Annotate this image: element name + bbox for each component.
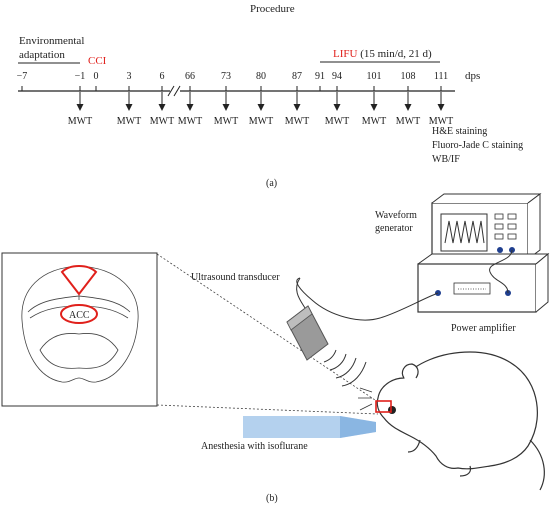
mwt-label: MWT (150, 116, 174, 127)
generator-buttons (494, 213, 517, 240)
env-adaptation-label-1: Environmental (19, 35, 84, 47)
timeline-tick-label: 0 (94, 71, 99, 82)
zoom-line-bottom (156, 404, 379, 415)
rat-illustration (358, 351, 545, 491)
rat-tail (529, 439, 545, 491)
timeline-tick-label: 87 (292, 71, 302, 82)
rat-ear (401, 363, 419, 379)
amplifier-top (417, 253, 550, 265)
timeline-tick-label: 111 (434, 71, 448, 82)
amplifier-side (535, 252, 549, 313)
mwt-label: MWT (214, 116, 238, 127)
env-adaptation-label-2: adaptation (19, 49, 65, 61)
mwt-label: MWT (429, 116, 453, 127)
waveform-screen (440, 213, 488, 252)
mwt-arrow-head (257, 104, 265, 111)
generator-port-1 (497, 247, 503, 253)
mwt-label: MWT (249, 116, 273, 127)
generator-side (527, 193, 541, 260)
anesthesia-cone-tip (340, 416, 376, 438)
timeline-tick-label: 66 (185, 71, 195, 82)
anesthesia-label: Anesthesia with isoflurane (201, 441, 308, 452)
mwt-arrow-head (76, 104, 84, 111)
mwt-label: MWT (178, 116, 202, 127)
mwt-arrow-head (186, 104, 194, 111)
timeline-tick-label: 94 (332, 71, 342, 82)
procedure-title: Procedure (250, 3, 295, 15)
power-amplifier-label: Power amplifier (451, 323, 516, 334)
amplifier-transducer-cable (296, 277, 439, 321)
assay-wb-if: WB/IF (432, 154, 460, 165)
axis-break-mark-1 (167, 85, 175, 97)
axis-unit: dps (465, 70, 480, 82)
mwt-label: MWT (362, 116, 386, 127)
timeline-tick-label: 6 (160, 71, 165, 82)
rat-hind-leg (459, 465, 472, 477)
ventral-structure (39, 333, 119, 369)
mwt-arrow-head (222, 104, 230, 111)
transducer-label: Ultrasound transducer (191, 272, 280, 283)
timeline-tick-label: 80 (256, 71, 266, 82)
panel-b-caption: (b) (266, 493, 278, 504)
mwt-arrow-head (158, 104, 166, 111)
mwt-arrow-head (404, 104, 412, 111)
acc-region-outline (60, 265, 98, 296)
mwt-label: MWT (325, 116, 349, 127)
timeline-tick-label: 3 (127, 71, 132, 82)
generator-amplifier-cable (489, 249, 513, 294)
mwt-label: MWT (396, 116, 420, 127)
mwt-arrow-head (125, 104, 133, 111)
assay-fluoro-jade: Fluoro-Jade C staining (432, 140, 523, 151)
cci-label: CCI (88, 55, 107, 67)
zoom-line-top (156, 253, 379, 403)
rat-front-leg (407, 439, 421, 453)
mwt-label: MWT (285, 116, 309, 127)
axis-break-mark-2 (173, 85, 181, 97)
transducer-cable-end (296, 277, 306, 309)
timeline-tick-label: 101 (367, 71, 382, 82)
mwt-label: MWT (117, 116, 141, 127)
panel-a-caption: (a) (266, 178, 277, 189)
transducer-cap (286, 305, 313, 331)
rat-whiskers (358, 387, 373, 411)
timeline-tick-label: 73 (221, 71, 231, 82)
timeline-tick-label: 108 (401, 71, 416, 82)
mwt-markers: MWT MWT MWT MWT MWT MWT MWT MWT MWT MWT MWT (68, 92, 453, 127)
timeline-tick-label: −1 (75, 71, 86, 82)
target-region-box (375, 400, 392, 413)
amplifier-display (453, 282, 491, 295)
assay-he: H&E staining (432, 126, 487, 137)
mwt-label: MWT (68, 116, 92, 127)
waveform-generator-label-1: Waveform (375, 210, 417, 221)
waveform-trace (444, 220, 485, 244)
lifu-label: LIFU (15 min/d, 21 d) (333, 48, 432, 60)
lifu-label-detail: (15 min/d, 21 d) (357, 48, 432, 60)
rat-body (376, 351, 538, 470)
acc-label: ACC (69, 310, 90, 321)
lifu-label-main: LIFU (333, 48, 358, 60)
ultrasound-waves (323, 349, 367, 387)
mwt-arrow-head (293, 104, 301, 111)
mwt-arrow-head (437, 104, 445, 111)
generator-top (431, 193, 542, 204)
ultrasound-transducer (286, 305, 329, 361)
waveform-generator-label-2: generator (375, 223, 413, 234)
mwt-arrow-head (370, 104, 378, 111)
mwt-arrow-head (333, 104, 341, 111)
acc-label-ring (60, 304, 98, 324)
timeline-tick-label: 91 (315, 71, 325, 82)
timeline-tick-label: −7 (17, 71, 28, 82)
